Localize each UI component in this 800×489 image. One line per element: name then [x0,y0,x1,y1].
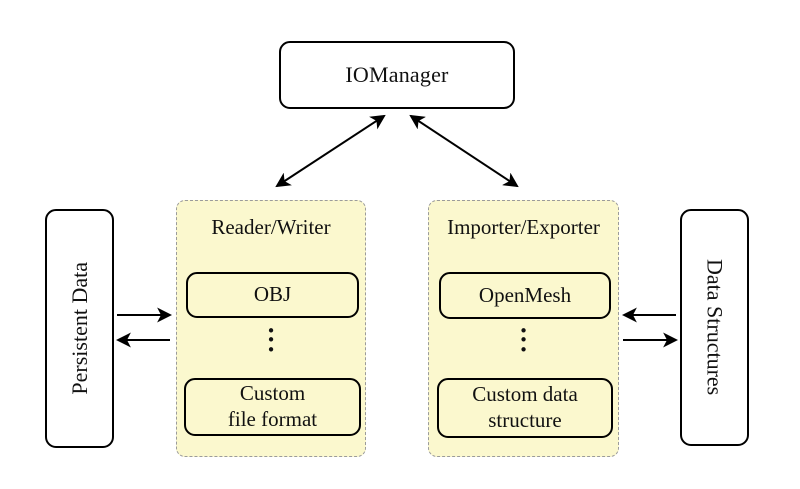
persistent-data-label: Persistent Data [66,262,92,395]
openmesh-node: OpenMesh [439,272,611,319]
vertical-ellipsis: • • • [266,322,276,359]
persistent-data-node: Persistent Data [45,209,114,448]
vertical-ellipsis: • • • [519,322,528,359]
reader-writer-group: Reader/Writer OBJ • • • Custom file form… [176,200,366,457]
iomanager-node: IOManager [279,41,515,109]
arrow-iomanager-importerexporter [409,114,519,188]
custom-file-format-node: Custom file format [184,378,361,436]
custom-data-structure-node: Custom data structure [437,378,613,438]
data-structures-node: Data Structures [680,209,749,446]
reader-writer-title: Reader/Writer [211,215,331,239]
iomanager-label: IOManager [345,62,449,87]
data-structures-label: Data Structures [702,259,728,396]
obj-node: OBJ [186,272,359,318]
importer-exporter-title: Importer/Exporter [447,215,600,239]
importer-exporter-group: Importer/Exporter OpenMesh • • • Custom … [428,200,619,457]
arrow-iomanager-readerwriter [275,114,386,188]
